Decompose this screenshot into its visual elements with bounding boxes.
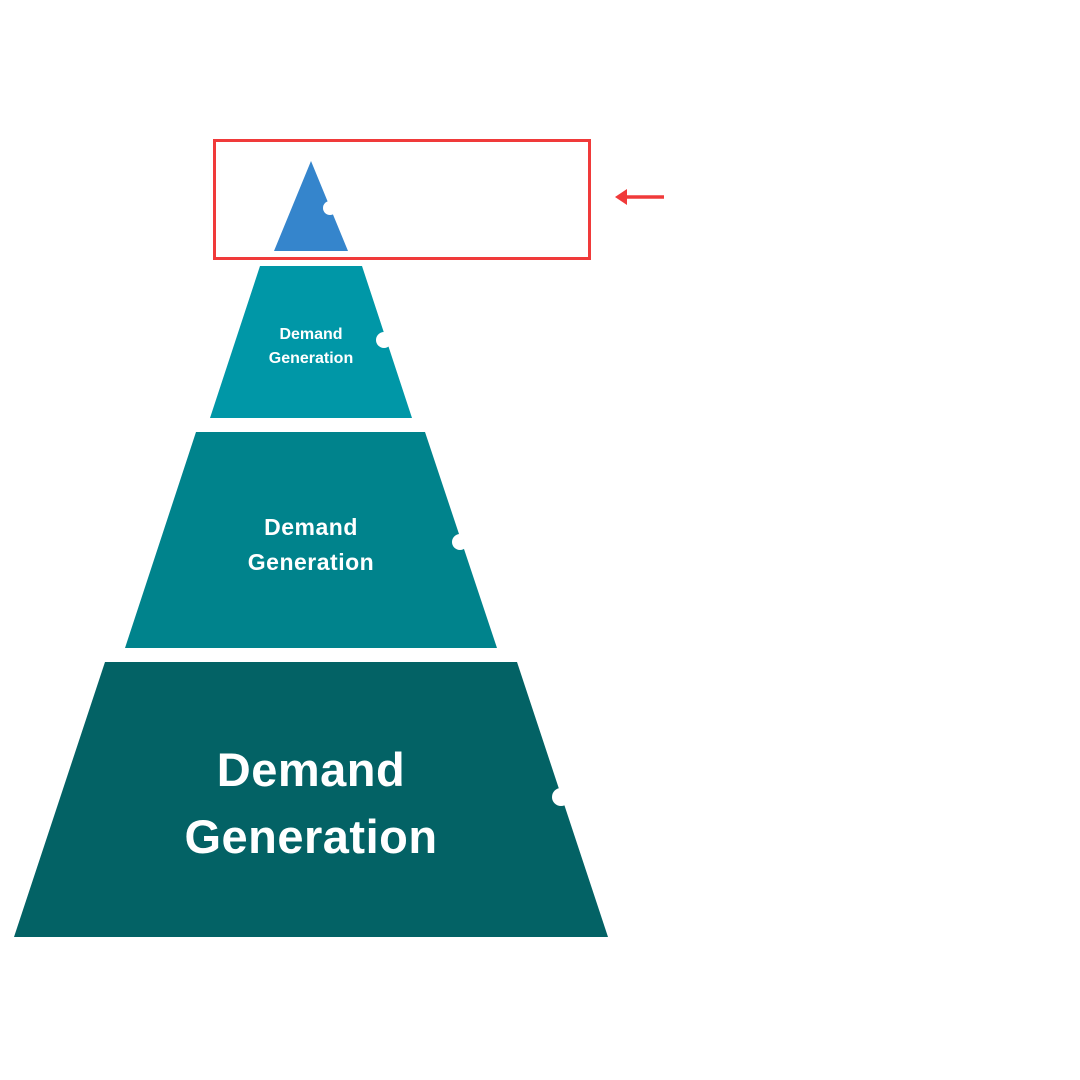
tier-1-connector-notch xyxy=(323,201,337,215)
tier-4-label-line2: Generation xyxy=(184,810,437,863)
tier-3-shape xyxy=(125,432,497,648)
tier-4-label-line1: Demand xyxy=(217,743,405,796)
tier-2-shape xyxy=(210,266,412,418)
highlight-box xyxy=(213,139,591,260)
pyramid-tier-2[interactable]: Demand Generation xyxy=(210,266,412,418)
pyramid-tier-4[interactable]: Demand Generation xyxy=(14,662,608,937)
tier-2-label-line1: Demand xyxy=(279,326,342,343)
tier-2-connector-notch xyxy=(376,332,392,348)
arrow-left-icon xyxy=(615,189,664,205)
tier-3-label-line2: Generation xyxy=(248,549,374,575)
pyramid-tier-1[interactable] xyxy=(274,161,348,251)
tier-4-shape xyxy=(14,662,608,937)
tier-3-label-line1: Demand xyxy=(264,514,358,540)
pyramid-tier-3[interactable]: Demand Generation xyxy=(125,432,497,648)
tier-3-connector-notch xyxy=(452,534,468,550)
tier-4-connector-notch xyxy=(552,788,570,806)
tier-1-shape xyxy=(274,161,348,251)
tier-2-label-line2: Generation xyxy=(269,350,353,367)
